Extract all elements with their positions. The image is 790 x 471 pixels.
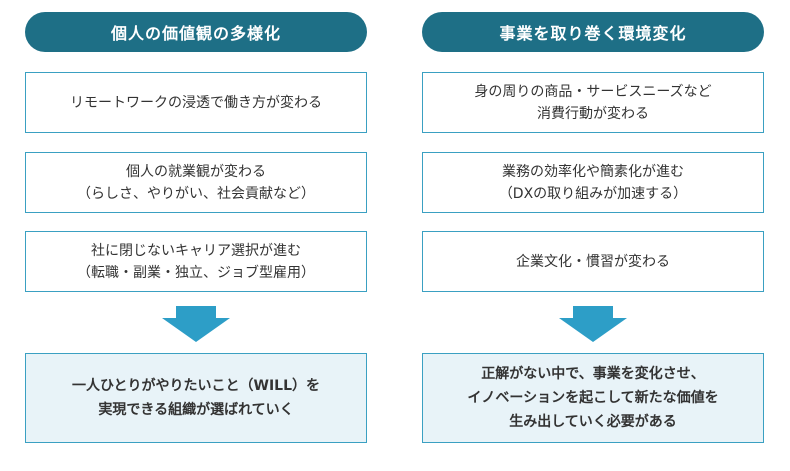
left-item-1-line-1: リモートワークの浸透で働き方が変わる	[70, 94, 322, 111]
left-result-line-1: 一人ひとりがやりたいこと（WILL）を	[71, 378, 321, 394]
right-item-1-line-1: 身の周りの商品・サービスニーズなど	[474, 83, 712, 100]
left-item-1: リモートワークの浸透で働き方が変わる	[25, 72, 367, 133]
right-result-line-2: イノベーションを起こして新たな価値を	[467, 390, 719, 406]
left-item-2-line-1: 個人の就業観が変わる	[126, 163, 266, 180]
left-item-2-line-2: （らしさ、やりがい、社会貢献など）	[77, 185, 315, 202]
left-item-3: 社に閉じないキャリア選択が進む （転職・副業・独立、ジョブ型雇用）	[25, 231, 367, 292]
right-item-1: 身の周りの商品・サービスニーズなど 消費行動が変わる	[422, 72, 764, 133]
left-header: 個人の価値観の多様化	[25, 12, 367, 52]
left-item-3-line-2: （転職・副業・独立、ジョブ型雇用）	[77, 264, 315, 281]
left-result-line-2: 実現できる組織が選ばれていく	[98, 402, 294, 418]
left-down-arrow-icon	[162, 306, 230, 342]
left-item-3-line-1: 社に閉じないキャリア選択が進む	[91, 242, 301, 259]
left-result: 一人ひとりがやりたいこと（WILL）を 実現できる組織が選ばれていく	[25, 353, 367, 443]
right-item-3-line-1: 企業文化・慣習が変わる	[516, 253, 670, 270]
left-item-2: 個人の就業観が変わる （らしさ、やりがい、社会貢献など）	[25, 152, 367, 213]
right-down-arrow-icon	[559, 306, 627, 342]
right-item-3: 企業文化・慣習が変わる	[422, 231, 764, 292]
right-item-1-line-2: 消費行動が変わる	[537, 105, 649, 122]
right-result: 正解がない中で、事業を変化させ、 イノベーションを起こして新たな価値を 生み出し…	[422, 353, 764, 443]
right-item-2-line-2: （DXの取り組みが加速する）	[498, 185, 688, 202]
right-item-2-line-1: 業務の効率化や簡素化が進む	[502, 163, 684, 180]
right-item-2: 業務の効率化や簡素化が進む （DXの取り組みが加速する）	[422, 152, 764, 213]
right-result-line-1: 正解がない中で、事業を変化させ、	[481, 366, 705, 382]
left-column: 個人の価値観の多様化 リモートワークの浸透で働き方が変わる 個人の就業観が変わる…	[25, 0, 367, 471]
right-column: 事業を取り巻く環境変化 身の周りの商品・サービスニーズなど 消費行動が変わる 業…	[422, 0, 764, 471]
right-header: 事業を取り巻く環境変化	[422, 12, 764, 52]
right-result-line-3: 生み出していく必要がある	[509, 414, 677, 430]
